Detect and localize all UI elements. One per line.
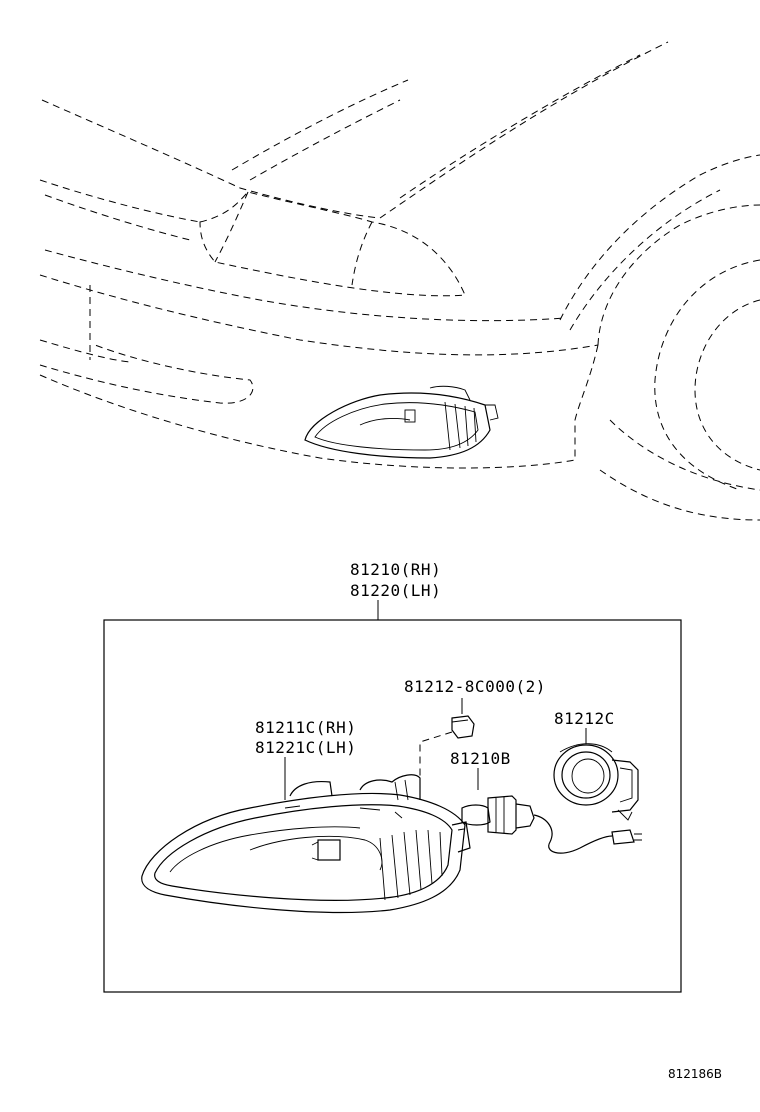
- fog-lamp-in-bumper: [304, 385, 499, 459]
- socket-part-label: 81212C: [554, 709, 615, 728]
- assembly-rh-label: 81210(RH): [350, 560, 441, 579]
- socket-part: [553, 743, 639, 821]
- clip-dashed-leader: [419, 731, 453, 790]
- lens-rh-label: 81211C(RH): [255, 718, 356, 737]
- lens-lh-label: 81221C(LH): [255, 738, 356, 757]
- diagram-code: 812186B: [668, 1067, 722, 1081]
- clip-part-label: 81212-8C000(2): [404, 677, 546, 696]
- fog-lamp-housing: [141, 774, 471, 914]
- bulb-part: [461, 795, 642, 854]
- detail-frame: [103, 619, 682, 993]
- assembly-lh-label: 81220(LH): [350, 581, 441, 600]
- bulb-part-label: 81210B: [450, 749, 511, 768]
- clip-part: [451, 715, 475, 739]
- car-front-overview: [39, 41, 760, 521]
